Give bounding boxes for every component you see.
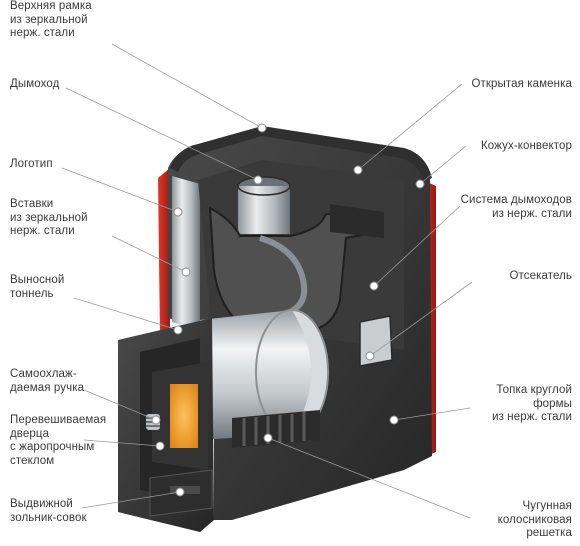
top-rim (170, 126, 432, 182)
label-open-heater: Открытая каменка (471, 78, 572, 90)
convector-baffle (330, 204, 384, 238)
chimney-pipe (238, 186, 290, 234)
label-firebox: Топка круглой формы из нерж. стали (492, 384, 572, 423)
cutter (359, 315, 393, 367)
flue-system (208, 206, 378, 332)
door-glass (170, 384, 198, 448)
label-grate: Чугунная колосниковая решетка (497, 500, 572, 539)
label-top-frame: Верхняя рамка из зеркальной нерж. стали (10, 0, 92, 39)
label-tunnel: Выносной тоннель (10, 274, 65, 300)
leader-lines (61, 43, 473, 519)
left-red-panel (158, 168, 170, 336)
leader-dots (151, 123, 425, 497)
label-convector: Кожух-конвектор (481, 140, 572, 152)
label-door: Перевешиваемая дверца с жаропрочным стек… (10, 414, 107, 467)
label-logo: Логотип (10, 158, 53, 170)
label-inserts: Вставки из зеркальной нерж. стали (10, 198, 88, 237)
label-ash-pan: Выдвижной зольник-совок (10, 498, 87, 524)
label-cutter: Отсекатель (509, 270, 572, 282)
label-chimney: Дымоход (10, 78, 60, 90)
label-flue-system: Система дымоходов из нерж. стали (460, 194, 572, 220)
side-insert (172, 176, 200, 332)
label-handle: Самоохлаж- даемая ручка (10, 368, 85, 394)
cast-iron-grate (232, 410, 320, 448)
